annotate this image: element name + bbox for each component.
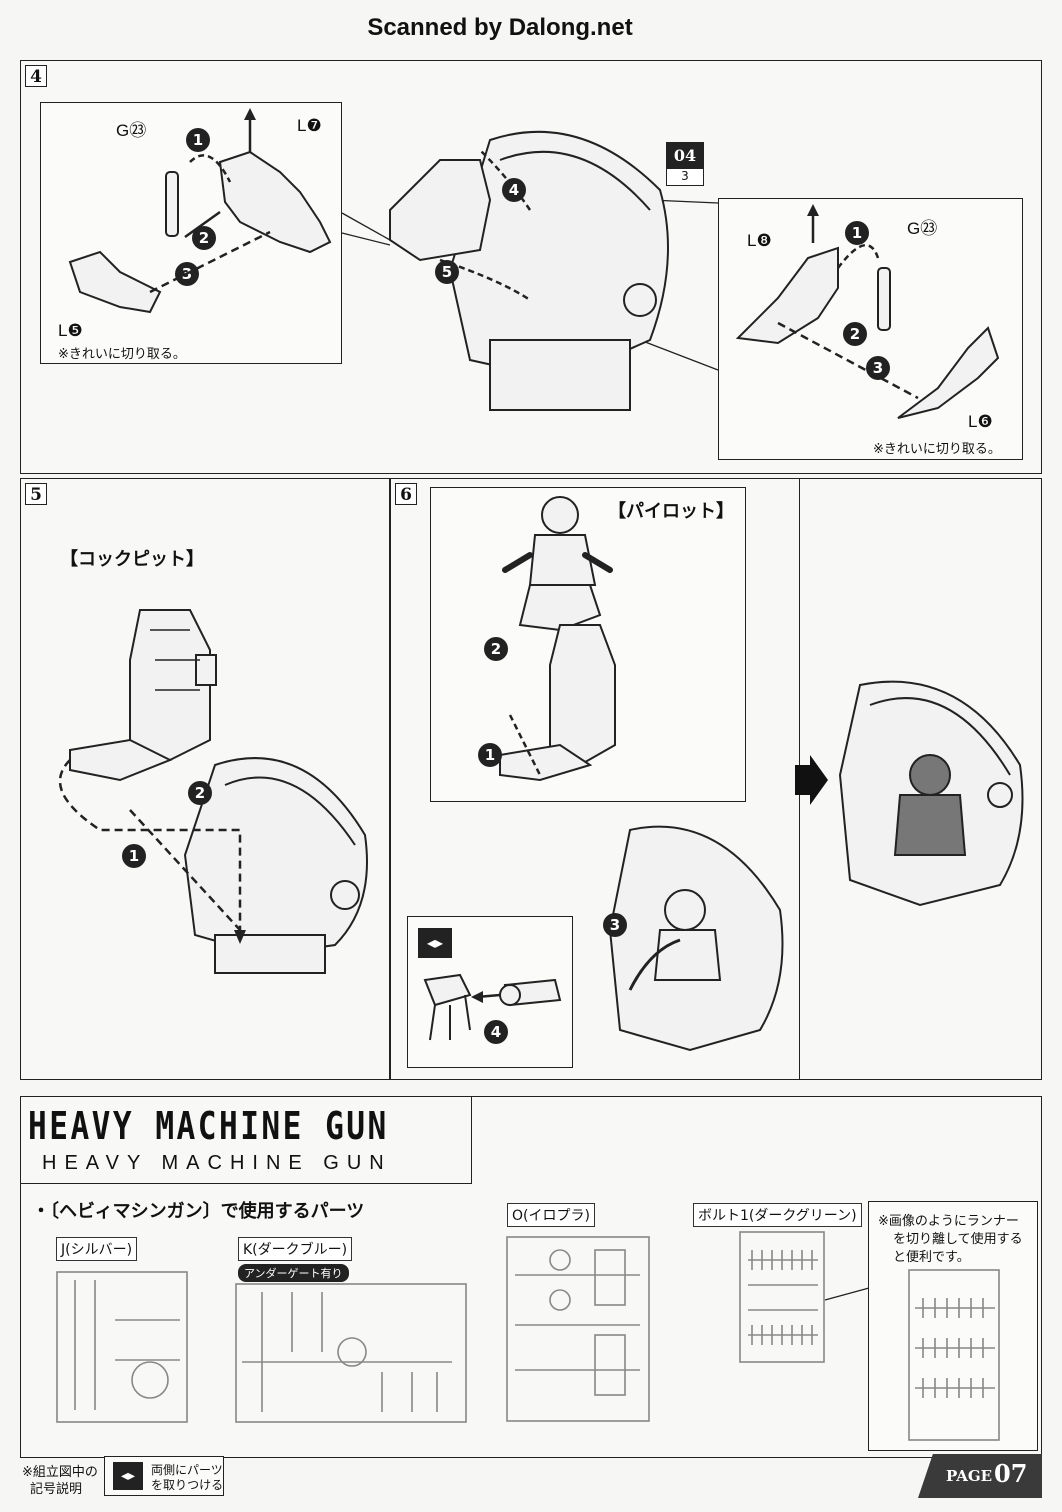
step6-number: 6 [395,483,417,505]
order-marker: 2 [843,322,867,346]
runner-o-label: O(イロプラ) [507,1203,595,1227]
both-sides-attach-icon: ◂▸ [418,928,452,958]
heavy-mg-logo-box: HEAVY MACHINE GUN HEAVY MACHINE GUN [20,1096,472,1184]
order-marker: 4 [502,178,526,202]
part-label-g23: G㉓ [907,219,938,238]
runner-k-illustration [235,1283,467,1423]
heavy-mg-logo-stylized: HEAVY MACHINE GUN [28,1104,389,1148]
order-marker: 3 [603,913,627,937]
part-label-l8: L❽ [747,231,772,250]
reference-tag: 04 3 [666,142,704,186]
order-marker: 3 [866,356,890,380]
runner-tip-line: ※画像のようにランナー [878,1214,1019,1229]
page-label: PAGE [946,1467,993,1485]
completed-cockpit-illustration [838,680,1024,907]
part-label-l5: L❺ [58,321,83,340]
pilot-title: 【パイロット】 [608,501,734,522]
cockpit-title: 【コックピット】 [60,549,204,570]
pilot-seat-illustration [499,624,616,782]
next-arrow-icon [795,755,828,805]
runner-j-label: J(シルバー) [56,1237,138,1261]
part-label-l7: L❼ [297,116,322,135]
runner-j-illustration [56,1271,188,1423]
runner-tip-line: を切り離して使用する [893,1232,1023,1247]
runner-tip-illustration [908,1269,1000,1441]
cut-cleanly-note: ※きれいに切り取る。 [58,347,186,362]
page-number-block [918,1454,1042,1498]
scan-credit: Scanned by Dalong.net [367,14,633,41]
step4-number: 4 [25,65,47,87]
legend-text: を取りつける [151,1478,224,1492]
order-marker: 5 [435,260,459,284]
legend-text: 両側にパーツ [151,1463,223,1477]
hand-attach-illustration [423,973,562,1041]
cockpit-seat-illustration [69,609,217,782]
step4-left-parts-illustration [68,108,332,314]
parts-heading: ・〔ヘビィマシンガン〕で使用するパーツ [32,1201,365,1222]
runner-o-illustration [506,1236,650,1422]
part-label-g23: G㉓ [116,121,147,140]
pilot-figure-illustration [502,496,613,632]
order-marker: 1 [122,844,146,868]
callout-lines [341,199,719,371]
page-number: 07 [994,1459,1028,1488]
seat-insert-path [58,759,246,944]
step4-right-parts-illustration [735,204,1000,419]
runner-bolt1-label: ボルト1(ダークグリーン) [693,1203,862,1227]
heavy-mg-logo-sub: HEAVY MACHINE GUN [42,1152,392,1174]
both-sides-attach-icon: ◂▸ [113,1462,143,1490]
runner-k-label: K(ダークブルー) [238,1237,353,1261]
step5-panel: 5 [20,478,390,1080]
pilot-seated-cockpit-illustration [608,825,784,1052]
reference-page: 04 [667,143,703,169]
legend-title: 記号説明 [30,1482,83,1497]
cut-cleanly-note: ※きれいに切り取る。 [873,442,1001,457]
legend-title: ※組立図中の [22,1465,98,1480]
runner-bolt1-illustration [739,1231,825,1363]
order-marker: 1 [186,128,210,152]
order-marker: 2 [484,637,508,661]
order-marker: 1 [478,743,502,767]
order-marker: 2 [188,781,212,805]
under-gate-badge: アンダーゲート有り [238,1264,349,1282]
order-marker: 1 [845,221,869,245]
order-marker: 4 [484,1020,508,1044]
part-label-l6: L❻ [968,412,993,431]
cockpit-shell-illustration [183,757,368,974]
reference-step: 3 [681,169,689,183]
runner-tip-line: と便利です。 [893,1250,970,1265]
runner-tip-box [868,1201,1038,1451]
step5-number: 5 [25,483,47,505]
